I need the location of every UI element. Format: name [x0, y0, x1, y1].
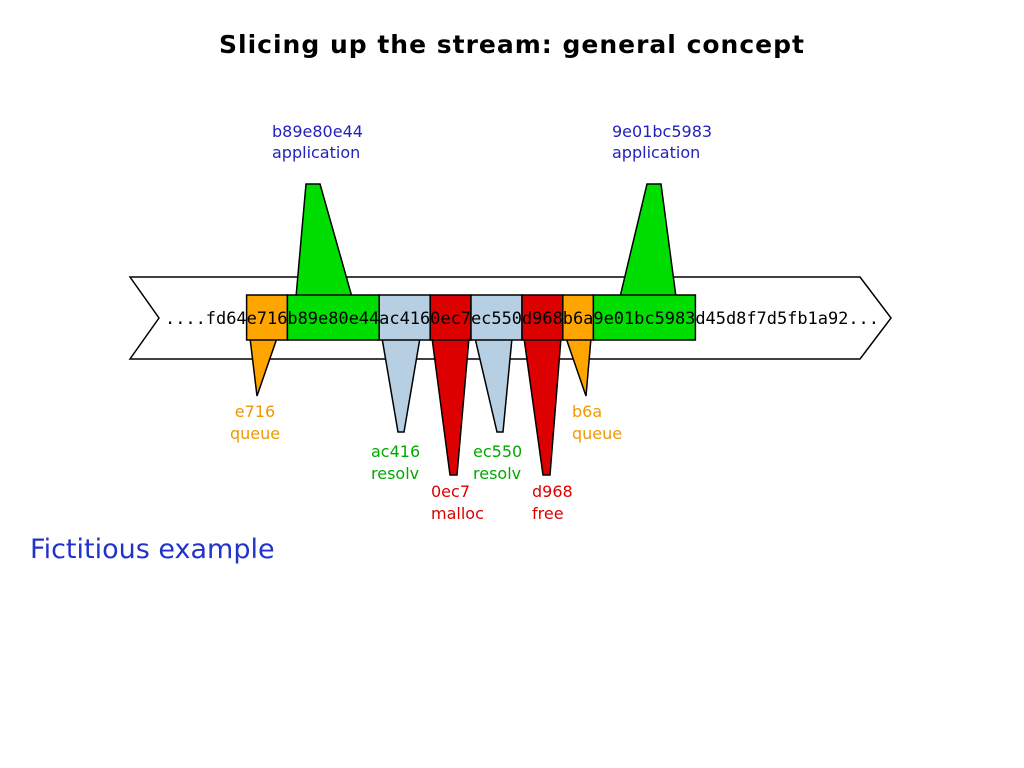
stream-segment-0ec7 — [429, 294, 472, 341]
application2-callout-funnel — [619, 183, 677, 298]
application1-label-name: application — [272, 143, 360, 162]
resolv1-label-name: resolv — [371, 464, 419, 483]
malloc-callout-funnel — [431, 337, 470, 476]
stream-hex-text: ....fd64e716b89e80e44ac4160ec7ec550d968b… — [165, 309, 879, 329]
application1-label-hash: b89e80e44 — [272, 122, 363, 141]
stream-segment-b6a — [562, 294, 595, 341]
queue2-callout-funnel — [564, 337, 592, 397]
resolv1-label-hash: ac416 — [371, 442, 420, 461]
free-label-name: free — [532, 504, 564, 523]
stream-segment-9e01bc5983 — [592, 294, 697, 341]
queue1-label-hash: e716 — [235, 402, 275, 421]
resolv2-label-name: resolv — [473, 464, 521, 483]
resolv2-label-hash: ec550 — [473, 442, 522, 461]
application1-callout-funnel — [295, 183, 353, 298]
resolv2-callout-funnel — [474, 337, 513, 433]
queue1-label-name: queue — [230, 424, 280, 443]
stream-segment-ac416 — [378, 294, 431, 341]
stream-segment-ec550 — [470, 294, 523, 341]
free-label-hash: d968 — [532, 482, 573, 501]
stream-segment-d968 — [521, 294, 564, 341]
queue2-label-hash: b6a — [572, 402, 602, 421]
footer-note: Fictitious example — [30, 534, 275, 565]
application2-label-hash: 9e01bc5983 — [612, 122, 712, 141]
resolv1-callout-funnel — [381, 337, 421, 433]
application2-label-name: application — [612, 143, 700, 162]
stream-segment-b89e80e44 — [286, 294, 380, 341]
slide-title: Slicing up the stream: general concept — [219, 30, 805, 59]
queue2-label-name: queue — [572, 424, 622, 443]
malloc-label-name: malloc — [431, 504, 484, 523]
malloc-label-hash: 0ec7 — [431, 482, 470, 501]
free-callout-funnel — [523, 337, 562, 476]
queue1-callout-funnel — [249, 337, 279, 397]
